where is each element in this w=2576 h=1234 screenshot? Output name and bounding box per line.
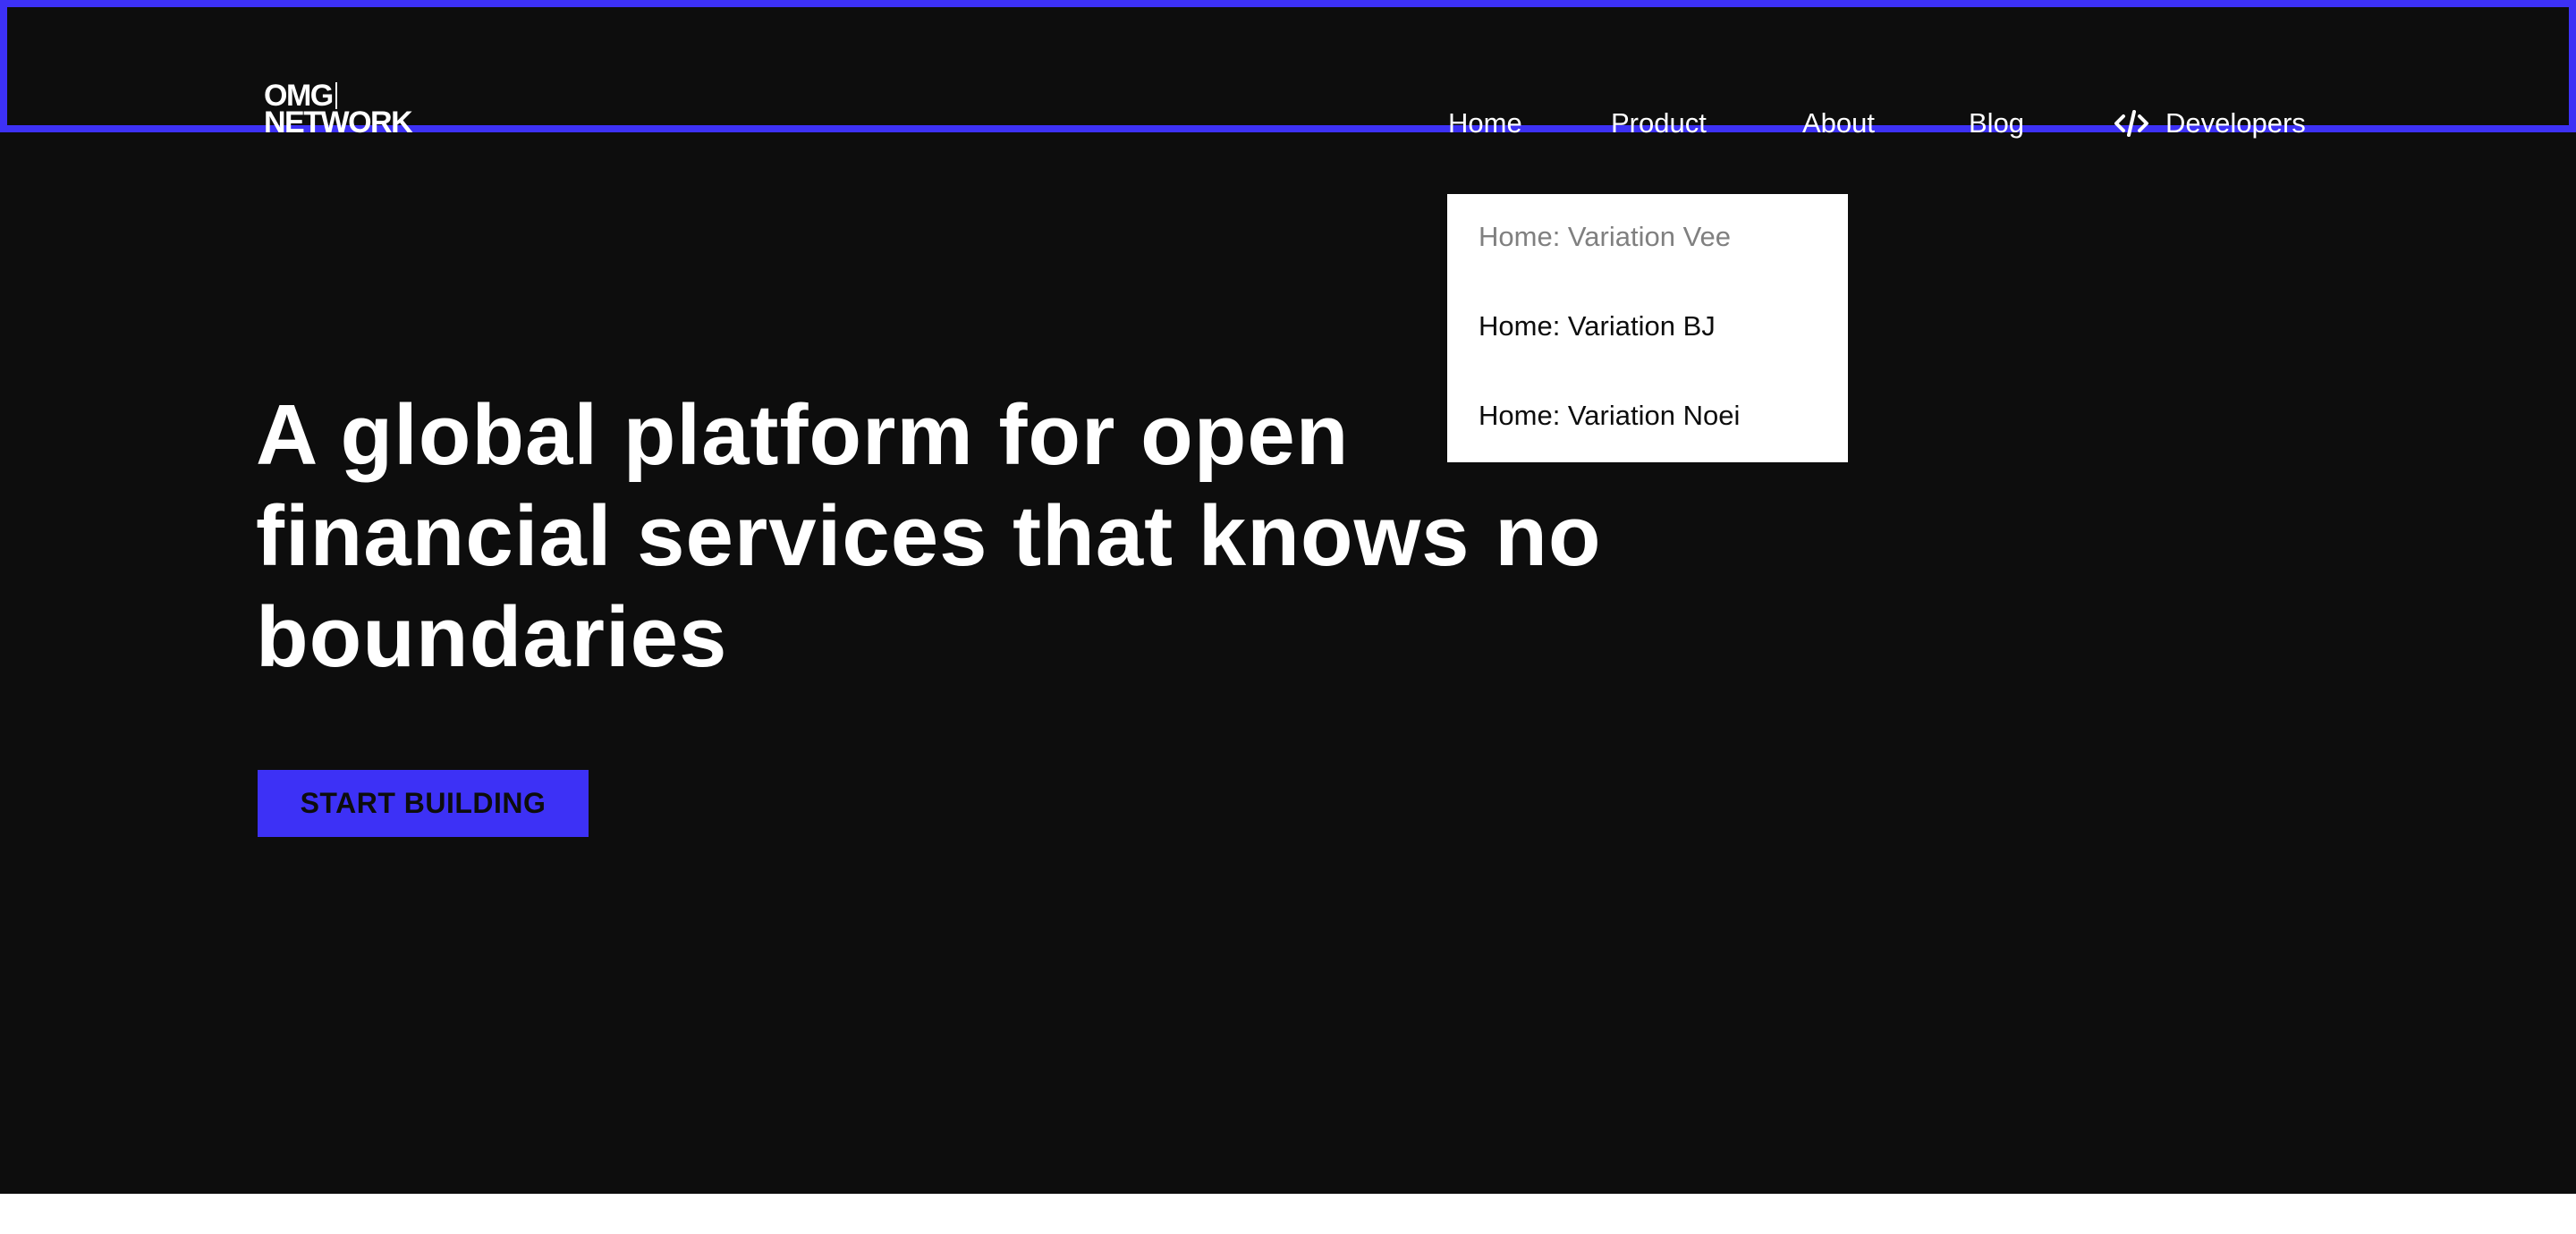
nav-product[interactable]: Product — [1611, 107, 1707, 139]
dropdown-item-variation-noei[interactable]: Home: Variation Noei — [1479, 400, 1741, 431]
omg-network-logo[interactable]: OMG NETWORK — [264, 79, 413, 139]
logo-line-1: OMG — [264, 79, 334, 113]
nav-home[interactable]: Home — [1448, 107, 1522, 139]
hero-section — [0, 0, 2576, 1194]
dropdown-item-variation-vee[interactable]: Home: Variation Vee — [1479, 221, 1732, 252]
start-building-button[interactable]: START BUILDING — [258, 770, 589, 837]
hero-headline: A global platform for open financial ser… — [256, 387, 1602, 685]
nav-developers-label: Developers — [2165, 107, 2306, 139]
nav-about[interactable]: About — [1802, 107, 1876, 139]
home-dropdown-menu: Home: Variation Vee Home: Variation BJ H… — [1447, 194, 1848, 462]
dropdown-item-variation-bj[interactable]: Home: Variation BJ — [1479, 310, 1716, 342]
code-icon — [2114, 110, 2148, 137]
logo-line-2: NETWORK — [264, 106, 413, 139]
nav-blog[interactable]: Blog — [1969, 107, 2025, 139]
logo-line-1-wrapper: OMG — [264, 79, 411, 113]
logo-divider — [335, 82, 337, 109]
nav-developers[interactable]: Developers — [2114, 107, 2306, 139]
